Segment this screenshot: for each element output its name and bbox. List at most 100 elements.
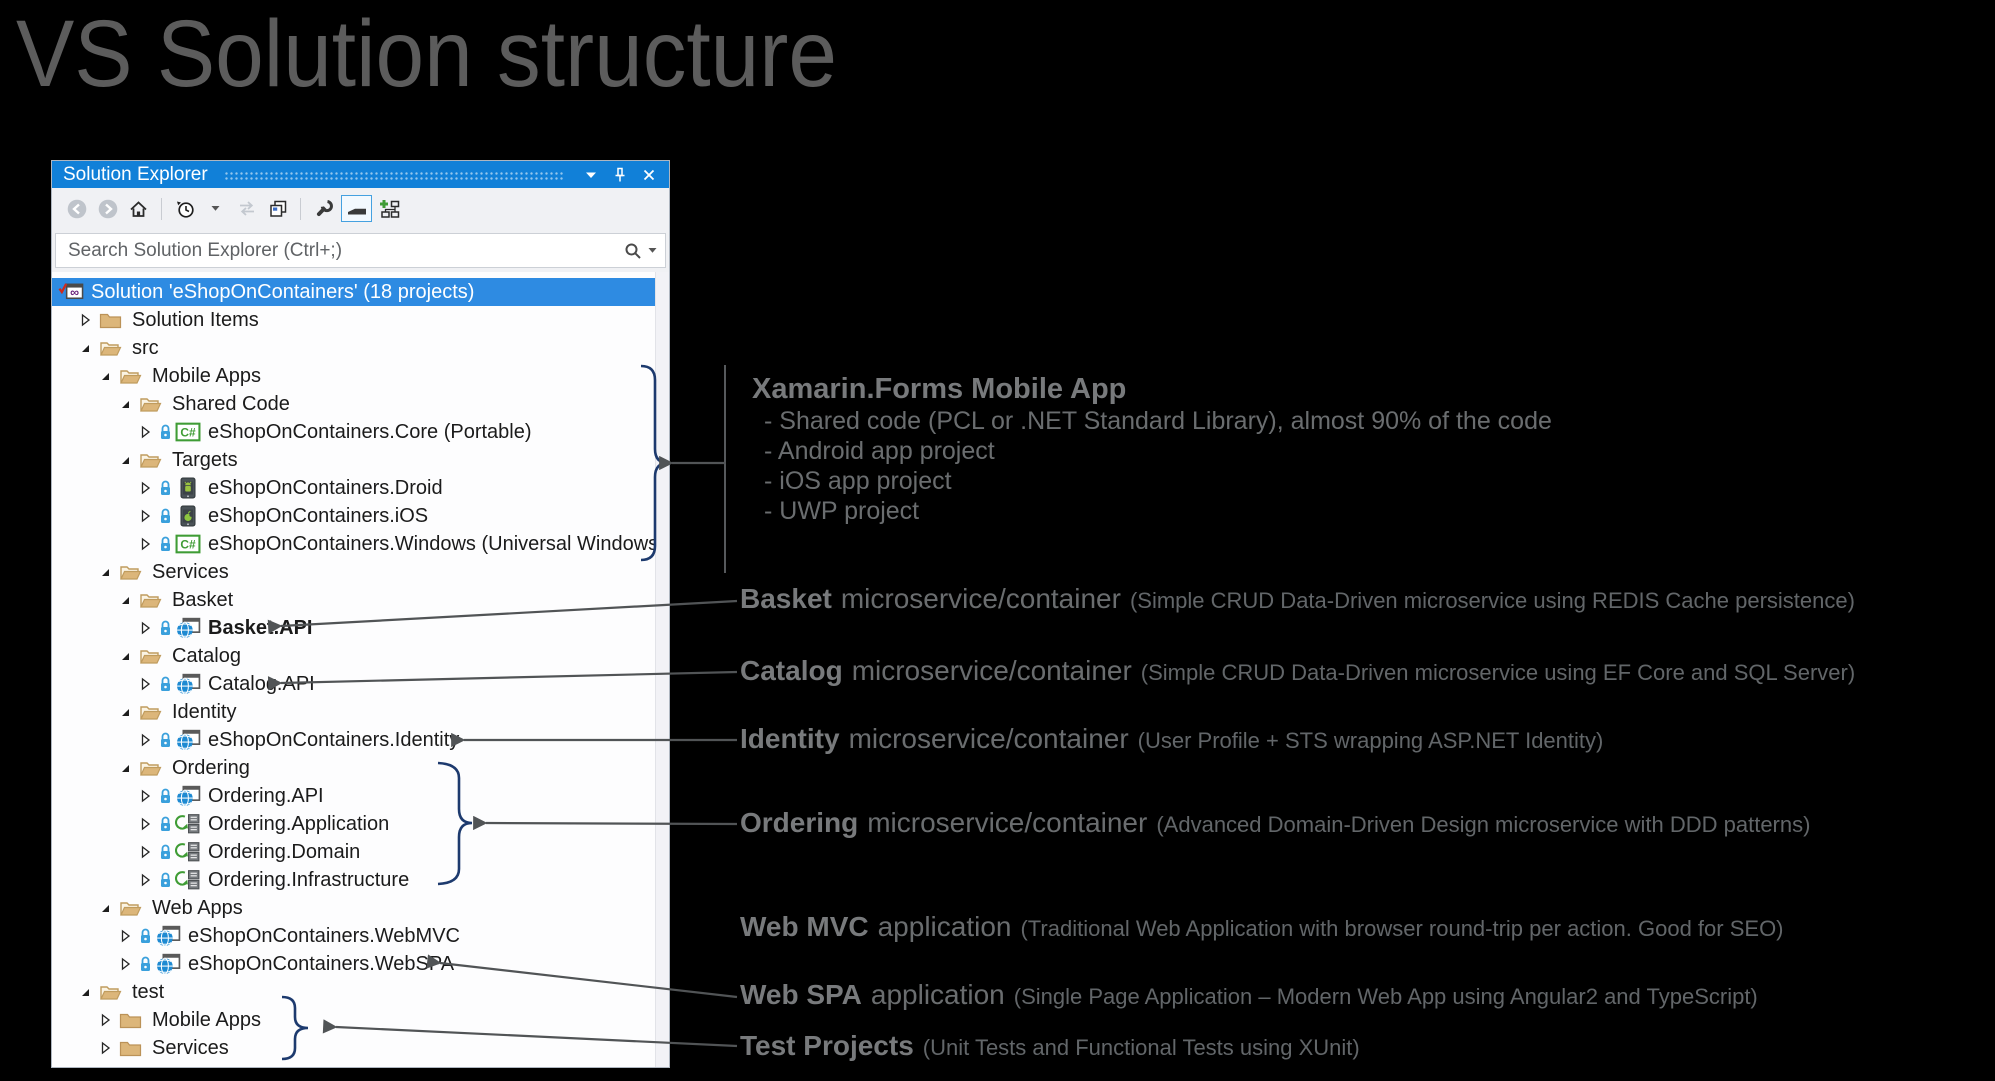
search-dropdown-caret-icon[interactable] xyxy=(648,247,657,254)
expand-arrow-icon[interactable] xyxy=(138,845,152,859)
expand-arrow-icon[interactable] xyxy=(98,1041,112,1055)
collapse-arrow-icon[interactable] xyxy=(118,397,132,411)
collapse-arrow-icon[interactable] xyxy=(98,369,112,383)
expand-arrow-icon[interactable] xyxy=(118,957,132,971)
collapse-arrow-icon[interactable] xyxy=(118,761,132,775)
pending-changes-filter-button[interactable] xyxy=(171,195,198,222)
tree-item-services[interactable]: Services xyxy=(52,1034,656,1062)
tree-item-eshoponcontainers-windows-universal-windows[interactable]: C#eShopOnContainers.Windows (Universal W… xyxy=(52,530,665,558)
tree-item-solution-eshoponcontainers-18-projects[interactable]: ∞Solution 'eShopOnContainers' (18 projec… xyxy=(52,278,656,306)
collapse-arrow-icon[interactable] xyxy=(118,453,132,467)
vertical-scrollbar[interactable] xyxy=(655,272,669,1067)
lock-icon xyxy=(159,676,172,693)
tree-item-solution-items[interactable]: Solution Items xyxy=(52,306,656,334)
tree-item-basket[interactable]: Basket xyxy=(52,586,656,614)
tree-item-ordering-infrastructure[interactable]: Ordering.Infrastructure xyxy=(52,866,656,894)
tree-item-ordering[interactable]: Ordering xyxy=(52,754,656,782)
tree-item-eshoponcontainers-droid[interactable]: eShopOnContainers.Droid xyxy=(52,474,656,502)
tree-item-ordering-application[interactable]: Ordering.Application xyxy=(52,810,656,838)
web-icon xyxy=(175,617,201,639)
callout-bold-label: Catalog xyxy=(740,655,843,686)
folder-open-icon xyxy=(119,367,142,386)
expand-arrow-icon[interactable] xyxy=(138,817,152,831)
tree-item-label: Mobile Apps xyxy=(152,1008,261,1031)
library-icon xyxy=(175,841,201,863)
collapse-arrow-icon[interactable] xyxy=(98,565,112,579)
collapse-arrow-icon[interactable] xyxy=(78,341,92,355)
expand-arrow-icon[interactable] xyxy=(138,481,152,495)
tree-item-basket-api[interactable]: Basket.API xyxy=(52,614,656,642)
expand-arrow-icon[interactable] xyxy=(138,677,152,691)
tree-item-label: eShopOnContainers.Windows (Universal Win… xyxy=(208,532,665,555)
expand-arrow-icon[interactable] xyxy=(138,537,152,551)
collapse-arrow-icon[interactable] xyxy=(98,901,112,915)
expand-arrow-icon[interactable] xyxy=(138,733,152,747)
expand-arrow-icon[interactable] xyxy=(138,789,152,803)
expand-arrow-icon[interactable] xyxy=(138,425,152,439)
collapse-all-button[interactable] xyxy=(264,195,291,222)
tree-item-identity[interactable]: Identity xyxy=(52,698,656,726)
home-button[interactable] xyxy=(125,195,152,222)
lock-icon xyxy=(159,480,172,497)
tree-item-mobile-apps[interactable]: Mobile Apps xyxy=(52,1006,656,1034)
tree-item-eshoponcontainers-webmvc[interactable]: eShopOnContainers.WebMVC xyxy=(52,922,656,950)
callout-paren-label: (Unit Tests and Functional Tests using X… xyxy=(922,1035,1360,1060)
search-row xyxy=(52,229,669,272)
tree-item-test[interactable]: test xyxy=(52,978,656,1006)
forward-button[interactable] xyxy=(94,195,121,222)
preview-selected-items-toggle[interactable] xyxy=(341,195,372,222)
tree-item-services[interactable]: Services xyxy=(52,558,656,586)
callout-paren-label: (Traditional Web Application with browse… xyxy=(1020,916,1784,941)
tree-item-label: Ordering.API xyxy=(208,784,324,807)
android-icon xyxy=(175,477,201,499)
xamarin-bullet: - UWP project xyxy=(764,497,920,525)
tree-item-mobile-apps[interactable]: Mobile Apps xyxy=(52,362,656,390)
tree-item-eshoponcontainers-webspa[interactable]: eShopOnContainers.WebSPA xyxy=(52,950,656,978)
tree-item-ordering-domain[interactable]: Ordering.Domain xyxy=(52,838,656,866)
properties-button[interactable] xyxy=(310,195,337,222)
tree-item-web-apps[interactable]: Web Apps xyxy=(52,894,656,922)
collapse-arrow-icon[interactable] xyxy=(78,985,92,999)
search-icon[interactable] xyxy=(624,242,642,260)
expand-arrow-icon[interactable] xyxy=(138,621,152,635)
expand-arrow-icon[interactable] xyxy=(98,1013,112,1027)
collapse-arrow-icon[interactable] xyxy=(118,649,132,663)
refresh-button[interactable] xyxy=(233,195,260,222)
close-icon[interactable] xyxy=(638,166,660,184)
search-box[interactable] xyxy=(55,233,666,268)
panel-titlebar[interactable]: Solution Explorer xyxy=(52,161,669,188)
tree-item-label: Catalog.API xyxy=(208,672,315,695)
search-input[interactable] xyxy=(66,238,618,263)
tree-item-shared-code[interactable]: Shared Code xyxy=(52,390,656,418)
callout-test-projects: Test Projects(Unit Tests and Functional … xyxy=(740,1030,1360,1062)
callout-rest-label: application xyxy=(877,911,1012,942)
tree-item-catalog[interactable]: Catalog xyxy=(52,642,656,670)
tree-item-eshoponcontainers-core-portable[interactable]: C#eShopOnContainers.Core (Portable) xyxy=(52,418,656,446)
back-button[interactable] xyxy=(63,195,90,222)
tree-item-eshoponcontainers-ios[interactable]: eShopOnContainers.iOS xyxy=(52,502,656,530)
tree-item-catalog-api[interactable]: Catalog.API xyxy=(52,670,656,698)
page-title: VS Solution structure xyxy=(16,1,837,107)
tree-item-label: Mobile Apps xyxy=(152,364,261,387)
filter-dropdown-caret[interactable] xyxy=(202,195,229,222)
expand-arrow-icon[interactable] xyxy=(138,873,152,887)
tree-item-targets[interactable]: Targets xyxy=(52,446,656,474)
solution-explorer-panel: Solution Explorer ∞Solution 'eShopOnCont… xyxy=(51,160,670,1068)
expand-arrow-icon[interactable] xyxy=(138,509,152,523)
folder-open-icon xyxy=(99,983,122,1002)
tree-item-ordering-api[interactable]: Ordering.API xyxy=(52,782,656,810)
folder-closed-icon xyxy=(99,311,122,330)
tree-item-label: eShopOnContainers.Core (Portable) xyxy=(208,420,532,443)
sync-with-active-document-button[interactable] xyxy=(376,195,403,222)
expand-arrow-icon[interactable] xyxy=(118,929,132,943)
pin-icon[interactable] xyxy=(609,166,631,184)
collapse-arrow-icon[interactable] xyxy=(118,593,132,607)
expand-arrow-icon[interactable] xyxy=(78,313,92,327)
tree-item-src[interactable]: src xyxy=(52,334,656,362)
collapse-arrow-icon[interactable] xyxy=(118,705,132,719)
tree-item-eshoponcontainers-identity[interactable]: eShopOnContainers.Identity xyxy=(52,726,656,754)
callout-rest-label: microservice/container xyxy=(867,807,1148,838)
window-position-caret-icon[interactable] xyxy=(580,166,602,184)
